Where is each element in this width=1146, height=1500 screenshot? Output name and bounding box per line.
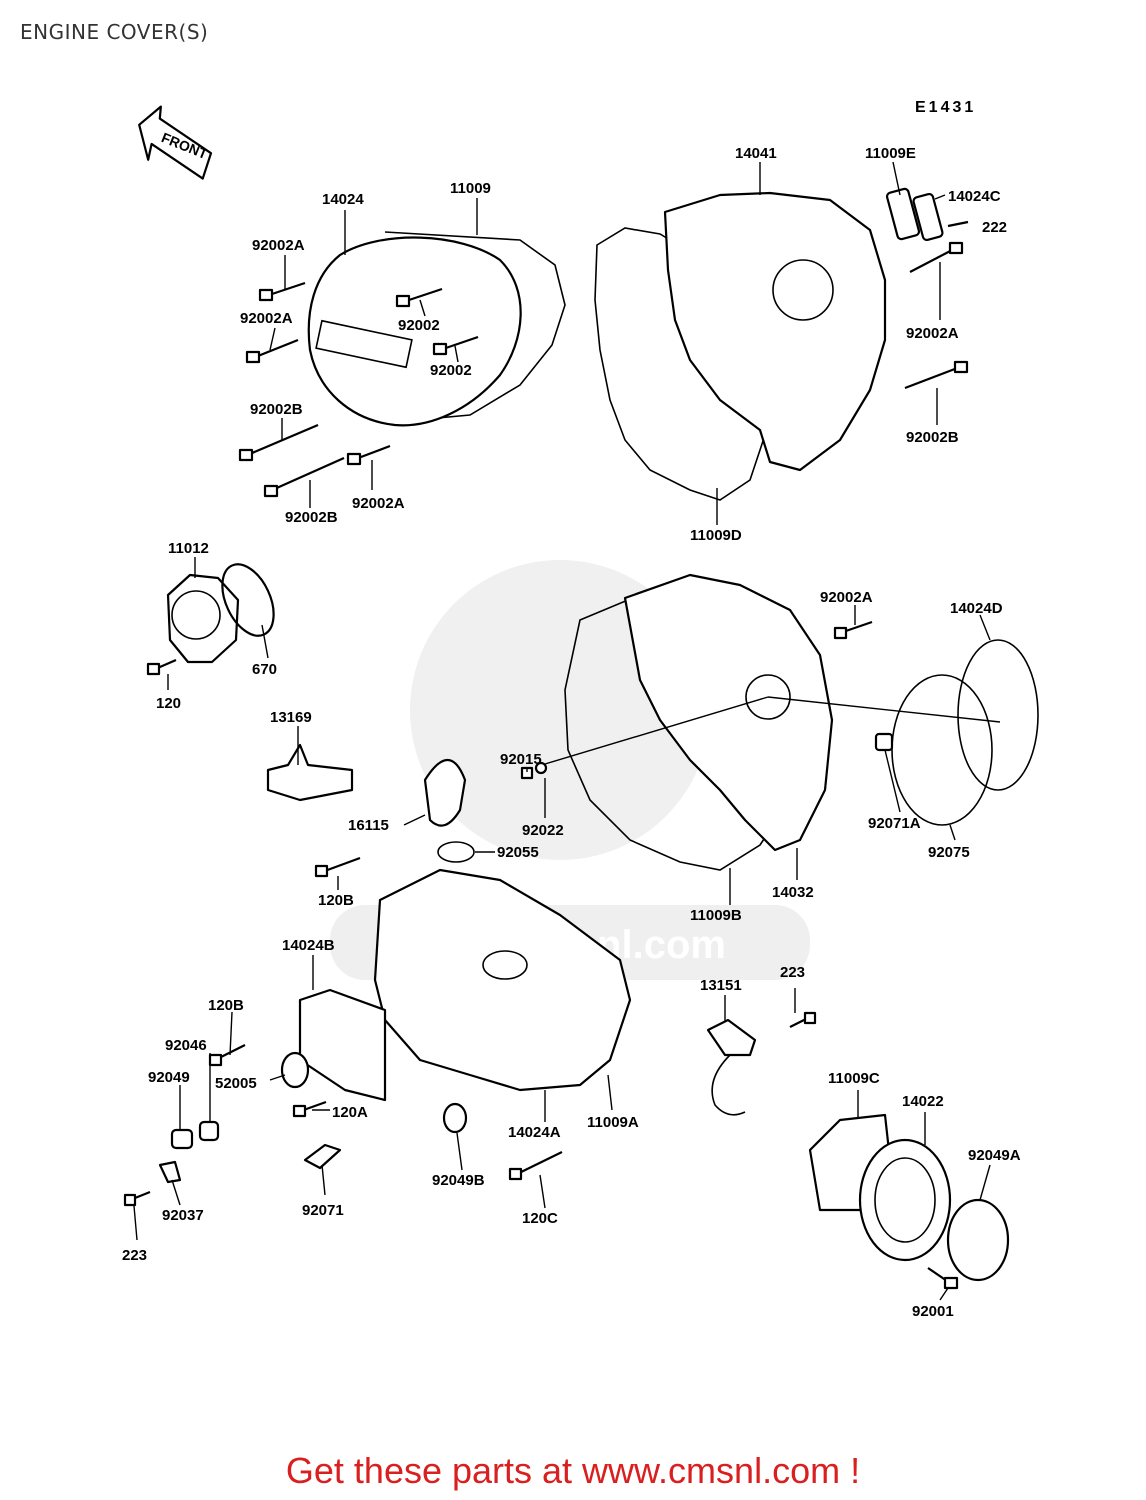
- part-label: 92071: [302, 1202, 344, 1219]
- page-title: ENGINE COVER(S): [20, 20, 209, 44]
- part-label: 11009B: [690, 907, 742, 924]
- part-label: 92002A: [252, 237, 305, 254]
- part-label: 92002B: [906, 429, 959, 446]
- clip-92037: [158, 1160, 182, 1184]
- sensor-housing-group: [706, 1011, 1010, 1290]
- leader-lines: [133, 161, 991, 1301]
- part-label: 222: [982, 219, 1007, 236]
- cover-14024A: [373, 868, 632, 1092]
- oring-92075: [891, 674, 993, 826]
- collar-92046: [198, 1120, 220, 1142]
- plate-14024C: [912, 192, 944, 242]
- housing-14022: [858, 1138, 952, 1262]
- cover-11012-group: [146, 563, 275, 676]
- part-label: 92049B: [432, 1172, 485, 1189]
- sensor-13151: [706, 1018, 757, 1057]
- part-label: 92015: [500, 751, 542, 768]
- part-label: 92002A: [820, 589, 873, 606]
- part-label: 92071A: [868, 815, 921, 832]
- collar-92049B: [442, 1102, 468, 1134]
- part-label: 120: [156, 695, 181, 712]
- cover-14032: [623, 573, 834, 852]
- part-label: 223: [122, 1247, 147, 1264]
- part-label: 223: [780, 964, 805, 981]
- cover-11012: [166, 573, 240, 664]
- part-label: 120B: [208, 997, 244, 1014]
- part-label: 14024B: [282, 937, 335, 954]
- part-label: 92046: [165, 1037, 207, 1054]
- part-label: 92002: [430, 362, 472, 379]
- part-label: 14032: [772, 884, 814, 901]
- part-label: 13169: [270, 709, 312, 726]
- part-label: 92049: [148, 1069, 190, 1086]
- cover-14024B: [298, 988, 387, 1102]
- part-label: 11009: [450, 180, 491, 197]
- part-label: 92002A: [906, 325, 959, 342]
- part-label: 120B: [318, 892, 354, 909]
- part-label: 14024C: [948, 188, 1001, 205]
- clamp-92071: [303, 1143, 342, 1170]
- part-label: 13151: [700, 977, 742, 994]
- part-label: 120C: [522, 1210, 558, 1227]
- part-label: 92075: [928, 844, 970, 861]
- part-label: 92037: [162, 1207, 204, 1224]
- part-label: 11009C: [828, 1070, 880, 1087]
- part-label: 92055: [497, 844, 539, 861]
- part-label: 670: [252, 661, 277, 678]
- gasket-11009E: [885, 187, 921, 241]
- collar-92049: [170, 1128, 194, 1150]
- cover-emblem: [315, 319, 413, 369]
- part-label: 92002B: [250, 401, 303, 418]
- clutch-cover-group: [307, 231, 566, 427]
- oring-92055: [437, 841, 475, 863]
- part-label: 14024D: [950, 600, 1003, 617]
- cap-16115: [423, 759, 467, 827]
- part-label: 16115: [348, 817, 389, 834]
- seal-52005: [280, 1051, 310, 1089]
- part-label: 11009A: [587, 1114, 639, 1131]
- part-label: 92002A: [352, 495, 405, 512]
- part-labels: 14024 11009 92002A 92002A 92002 92002 92…: [122, 145, 1021, 1320]
- generator-cover-group: [594, 187, 969, 501]
- part-label: 14024A: [508, 1124, 561, 1141]
- diagram-code: E1431: [915, 99, 976, 116]
- front-arrow-icon: FRONT: [138, 105, 213, 180]
- part-label: 14041: [735, 145, 777, 162]
- gear-cover-group: [123, 743, 632, 1207]
- oring-14024D: [957, 639, 1039, 791]
- footer-link[interactable]: Get these parts at www.cmsnl.com !: [285, 1450, 861, 1491]
- part-label: 14022: [902, 1093, 944, 1110]
- bolts-top-left: [238, 281, 479, 498]
- part-label: 92002A: [240, 310, 293, 327]
- seal-92049A: [946, 1198, 1010, 1282]
- cover-14041: [663, 191, 887, 472]
- crankcase-cover-group: [520, 573, 1039, 871]
- part-label: 92022: [522, 822, 564, 839]
- part-label: 11012: [168, 540, 209, 557]
- part-label: 92001: [912, 1303, 954, 1320]
- part-label: 14024: [322, 191, 364, 208]
- cover-14024: [307, 236, 522, 427]
- part-label: 11009D: [690, 527, 742, 544]
- part-label: 11009E: [865, 145, 916, 162]
- plug-92071A: [874, 732, 894, 752]
- part-label: 120A: [332, 1104, 368, 1121]
- part-label: 92002: [398, 317, 440, 334]
- guard-13169: [266, 743, 354, 802]
- part-label: 92049A: [968, 1147, 1021, 1164]
- part-label: 52005: [215, 1075, 257, 1092]
- washer-92022: [534, 761, 548, 775]
- part-label: 92002B: [285, 509, 338, 526]
